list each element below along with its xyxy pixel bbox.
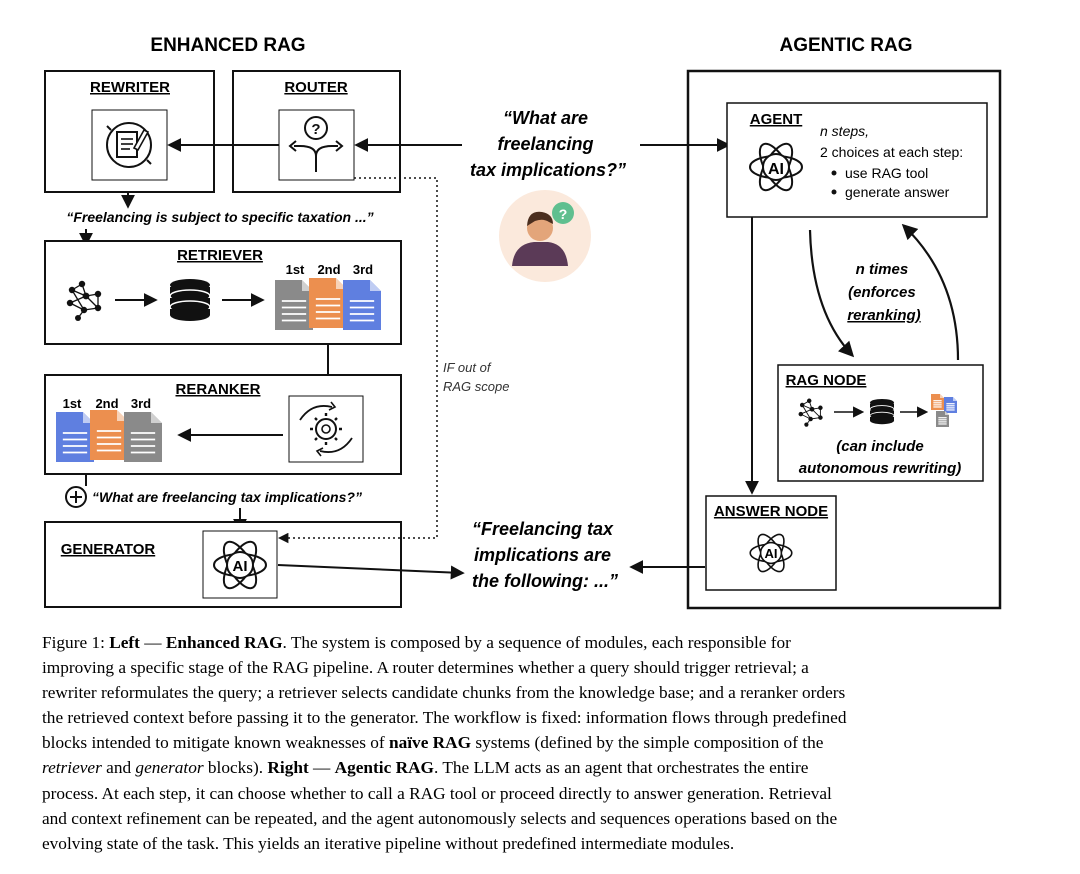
generator-block: GENERATOR AI	[44, 521, 402, 608]
generator-label: GENERATOR	[61, 541, 156, 558]
caption-line: blocks intended to mitigate known weakne…	[42, 733, 824, 753]
caption-line: improving a specific stage of the RAG pi…	[42, 658, 809, 678]
bullet-generate-answer: generate answer	[845, 184, 950, 200]
svg-text:3rd: 3rd	[131, 396, 151, 411]
user-avatar: ?	[499, 190, 591, 282]
caption-line: evolving state of the task. This yields …	[42, 833, 735, 853]
caption-line: and context refinement can be repeated, …	[42, 808, 838, 828]
caption-line: rewriter reformulates the query; a retri…	[42, 683, 846, 703]
answer-text: “Freelancing tax implications are the fo…	[472, 519, 618, 591]
caption-line: process. At each step, it can choose whe…	[42, 783, 832, 803]
rewrite-icon	[106, 122, 152, 168]
svg-text:2nd: 2nd	[317, 262, 340, 277]
caption-line: Figure 1: Left — Enhanced RAG. The syste…	[42, 633, 791, 652]
svg-text:AI: AI	[765, 546, 778, 561]
agentic-rag-title: AGENTIC RAG	[780, 35, 913, 56]
svg-text:1st: 1st	[63, 396, 82, 411]
svg-text:3rd: 3rd	[353, 262, 373, 277]
svg-text:AI: AI	[233, 558, 248, 575]
query-text: “What are freelancing tax implications?”	[470, 108, 626, 180]
ranked-documents-icon	[275, 278, 381, 330]
figure-caption: Figure 1: Left — Enhanced RAG. The syste…	[42, 630, 1042, 856]
svg-text:AI: AI	[768, 161, 784, 178]
svg-text:autonomous rewriting): autonomous rewriting)	[799, 460, 962, 477]
rag-node-block: RAG NODE (can include autonomous rewriti…	[777, 364, 984, 482]
agent-steps: n steps,	[820, 123, 869, 139]
rag-diagram: ENHANCED RAG AGENTIC RAG REWRITER ROUTER…	[44, 35, 1002, 610]
router-label: ROUTER	[284, 79, 348, 96]
loop-note: n times (enforces reranking)	[847, 261, 920, 324]
rag-database-icon	[869, 398, 895, 425]
agentic-rag-frame	[686, 69, 1002, 610]
rewriter-block: REWRITER	[44, 70, 215, 193]
out-of-scope-path	[277, 177, 438, 544]
rag-node-label: RAG NODE	[786, 372, 867, 389]
svg-text:2nd: 2nd	[95, 396, 118, 411]
bullet-use-rag: use RAG tool	[845, 165, 928, 181]
gear-hands-icon	[299, 401, 353, 457]
question-icon: ?	[559, 206, 568, 222]
svg-text:?: ?	[311, 121, 320, 138]
rewrite-quote: “Freelancing is subject to specific taxa…	[66, 209, 373, 225]
rag-node-to-agent-arrow	[901, 223, 960, 361]
add-icon	[65, 486, 87, 508]
svg-text:(can include: (can include	[836, 438, 924, 455]
enhanced-rag-title: ENHANCED RAG	[150, 35, 305, 56]
generator-to-answer-arrow	[277, 564, 465, 580]
reranker-block: RERANKER 1st 2nd 3rd	[44, 374, 402, 475]
answer-node-label: ANSWER NODE	[714, 503, 828, 520]
agent-block: AGENT AI n steps, 2 choices at each step…	[726, 102, 988, 218]
retriever-block: RETRIEVER 1st 2nd 3rd	[44, 240, 402, 345]
rewriter-label: REWRITER	[90, 79, 170, 96]
reranker-label: RERANKER	[175, 381, 260, 398]
agent-choices: 2 choices at each step:	[820, 144, 963, 160]
agent-to-rag-node-arrow	[808, 229, 855, 358]
rag-documents-icon	[931, 394, 957, 427]
router-block: ROUTER ?	[232, 70, 401, 193]
caption-line: the retrieved context before passing it …	[42, 708, 847, 728]
router-question-icon: ?	[288, 116, 344, 172]
caption-line: retriever and generator blocks). Right —…	[42, 758, 809, 778]
database-icon	[169, 278, 211, 322]
plus-query-text: “What are freelancing tax implications?”	[92, 489, 362, 505]
svg-text:1st: 1st	[286, 262, 305, 277]
agent-label: AGENT	[750, 111, 803, 128]
retriever-label: RETRIEVER	[177, 247, 263, 264]
scope-note: IF out of RAG scope	[443, 360, 509, 394]
answer-node-block: ANSWER NODE AI	[705, 495, 837, 591]
reranked-documents-icon	[56, 410, 162, 462]
